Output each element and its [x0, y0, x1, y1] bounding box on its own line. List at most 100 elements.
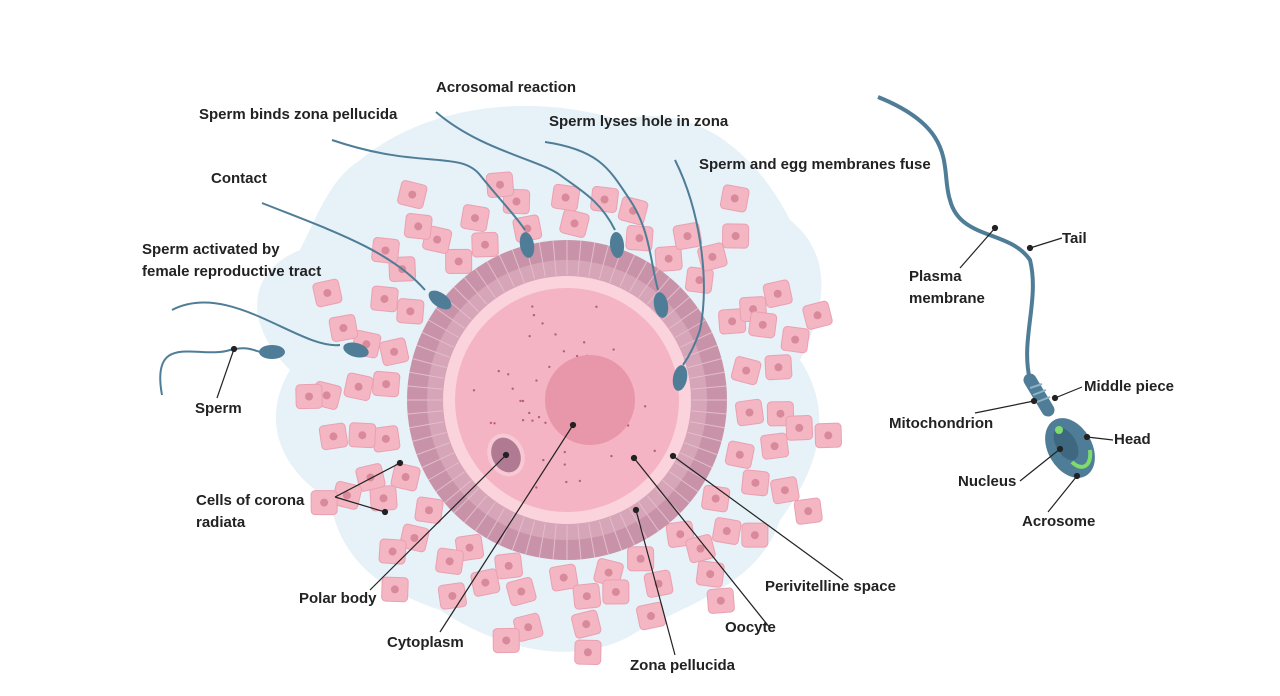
corona-cell-nucleus	[390, 585, 399, 594]
zona-striations	[407, 240, 727, 560]
zona-striation	[629, 261, 648, 292]
zona-striation	[609, 517, 623, 551]
zona-striation	[409, 421, 444, 429]
leader-dot	[1030, 397, 1038, 405]
zona-striation	[691, 385, 727, 390]
corona-cell-nucleus	[517, 587, 526, 596]
corona-cell-nucleus	[770, 442, 779, 451]
label-nucleus: Nucleus	[958, 473, 1017, 490]
corona-cell-nucleus	[706, 570, 715, 579]
corona-cell-nucleus	[813, 311, 822, 320]
granule	[582, 341, 586, 344]
zona-striation	[428, 319, 459, 338]
sperm-head	[519, 232, 535, 258]
corona-cell-nucleus	[583, 648, 592, 657]
corona-cell-nucleus	[722, 527, 731, 536]
leader-dot	[396, 459, 404, 467]
zona-striation	[619, 254, 636, 287]
corona-cell-nucleus	[448, 591, 457, 600]
corona-cell-nucleus	[776, 409, 785, 418]
corona-cell-nucleus	[824, 431, 833, 440]
granule	[511, 387, 514, 390]
corona-cell-nucleus	[320, 498, 329, 507]
corona-cell-nucleus	[708, 252, 717, 261]
granule	[528, 334, 531, 338]
leader-dot	[230, 345, 238, 353]
label-oocyte: Oocyte	[725, 619, 776, 636]
corona-cell-nucleus	[502, 636, 511, 645]
zona-striation	[691, 410, 727, 415]
zona-striation	[577, 524, 582, 560]
label-perivitelline-space: Perivitelline space	[765, 578, 896, 595]
granule	[610, 454, 613, 458]
label-zona-pellucida: Zona pellucida	[630, 657, 736, 674]
zona-striation	[619, 513, 636, 546]
leader-line	[334, 496, 386, 513]
corona-cell-nucleus	[561, 193, 570, 202]
corona-cell-nucleus	[408, 190, 417, 199]
zona-striation	[588, 523, 596, 558]
zona-striation	[687, 358, 722, 369]
leader-dot	[502, 451, 510, 459]
leader-dot	[1051, 394, 1059, 402]
granule	[643, 405, 647, 408]
label-cytoplasm: Cytoplasm	[387, 634, 464, 651]
granule	[562, 350, 566, 353]
sperm-tail	[435, 111, 616, 231]
zona-striation	[629, 508, 648, 539]
corona-cell-nucleus	[604, 568, 613, 577]
sperm-head	[653, 292, 669, 318]
sperm-head	[259, 345, 285, 359]
corona-cell-nucleus	[570, 219, 579, 228]
zona-striation	[412, 358, 447, 369]
label-line: female reproductive tract	[142, 263, 322, 280]
granule	[565, 480, 568, 484]
granule	[626, 424, 630, 427]
zona-striation	[669, 307, 699, 329]
corona-cell-nucleus	[410, 533, 419, 542]
label-line: membrane	[909, 290, 985, 307]
oocyte-nucleus	[545, 355, 635, 445]
zona-striation	[598, 245, 609, 280]
granule	[519, 399, 522, 403]
corona-cell-nucleus	[329, 432, 338, 441]
corona-cell-nucleus	[382, 380, 391, 389]
zona-striation	[428, 462, 459, 481]
leader-line	[1047, 475, 1078, 513]
corona-cell-nucleus	[751, 478, 760, 487]
corona-cell-nucleus	[646, 612, 655, 621]
leader-dot	[632, 506, 640, 514]
corona-cell-nucleus	[342, 491, 351, 500]
corona-cell-nucleus	[664, 254, 673, 263]
corona-cell-nucleus	[512, 197, 521, 206]
zona-striation	[638, 502, 660, 532]
corona-cell-nucleus	[791, 335, 800, 344]
corona-cell-nucleus	[524, 623, 533, 632]
sperm-head	[428, 290, 452, 310]
zona-striation	[435, 307, 465, 329]
zona-striation	[444, 479, 472, 504]
zona-striation	[646, 495, 671, 523]
granule	[521, 418, 525, 422]
corona-cell-nucleus	[582, 620, 591, 629]
corona-cell-nucleus	[749, 305, 758, 314]
leader-dot	[1083, 433, 1091, 441]
leader-line	[1029, 237, 1063, 249]
corona-cell-nucleus	[735, 450, 744, 459]
corona-cell-nucleus	[454, 257, 463, 266]
granule	[542, 458, 545, 462]
label-acrosomal-reaction: Acrosomal reaction	[436, 79, 577, 96]
label-head: Head	[1114, 431, 1151, 448]
label-line: Cells of corona	[196, 492, 305, 509]
zona-striation	[662, 479, 690, 504]
corona-cell-nucleus	[804, 507, 813, 516]
corona-cell-nucleus	[381, 246, 390, 255]
corona-cell-nucleus	[380, 294, 389, 303]
granule	[548, 365, 551, 369]
leader-line	[1019, 448, 1061, 482]
sperm-tail	[159, 347, 263, 396]
granule	[493, 422, 496, 425]
corona-cell-nucleus	[465, 543, 474, 552]
